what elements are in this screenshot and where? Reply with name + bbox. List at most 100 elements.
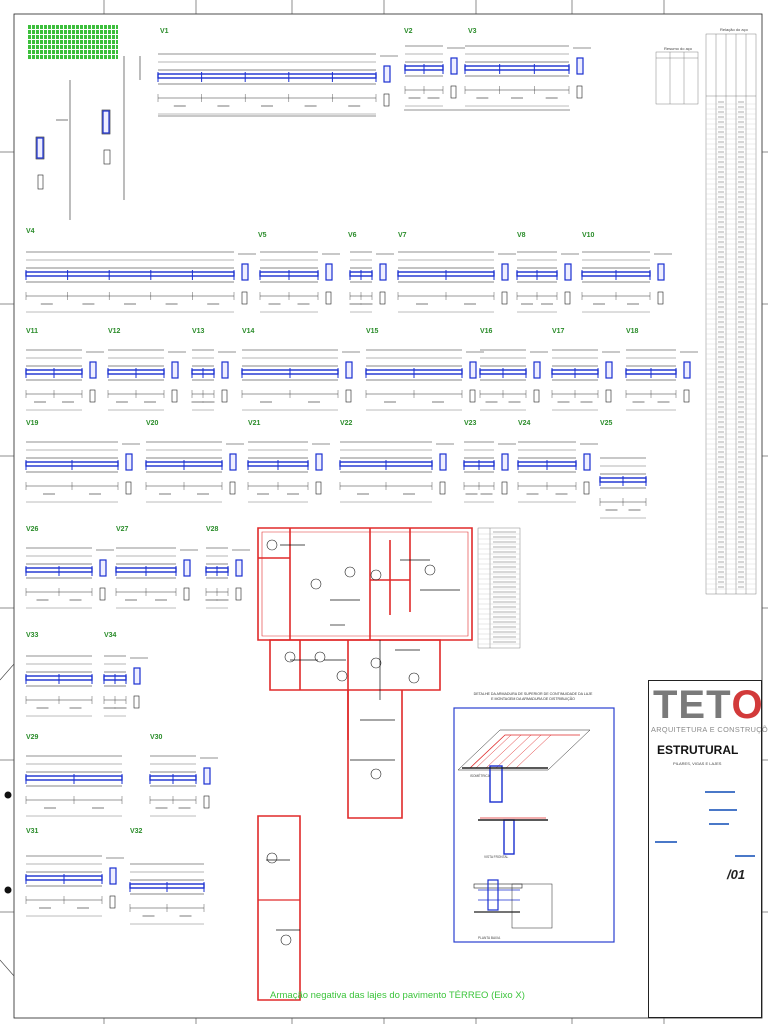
title-block: TETO ARQUITETURA E CONSTRUÇÕES ESTRUTURA… xyxy=(648,680,768,1018)
beam-v13 xyxy=(191,349,236,411)
beam-v21 xyxy=(247,441,330,503)
company-logo: TETO ARQUITETURA E CONSTRUÇÕES xyxy=(649,681,768,741)
beam-v33 xyxy=(25,655,93,717)
beam-label-v20: V20 xyxy=(146,420,159,427)
plan-schedule-table xyxy=(477,527,521,649)
beam-v1 xyxy=(157,53,398,115)
beam-v16 xyxy=(479,349,548,411)
beam-v22 xyxy=(339,441,454,503)
beam-label-v21: V21 xyxy=(248,420,261,427)
detail-title-line1: DETALHE DA ARMADURA DE SUPERIOR DE CONTI… xyxy=(473,692,593,696)
beam-v19 xyxy=(25,441,140,503)
beam-label-v23: V23 xyxy=(464,420,477,427)
beam-v29 xyxy=(25,755,123,817)
beam-v12 xyxy=(107,349,186,411)
beam-v20 xyxy=(145,441,244,503)
field-value xyxy=(735,855,755,857)
beam-v34 xyxy=(103,655,148,717)
sheet-number: /01 xyxy=(727,867,746,882)
field-value xyxy=(709,809,737,811)
beam-v2 xyxy=(404,45,465,107)
beam-label-v3: V3 xyxy=(468,28,477,35)
beam-v14 xyxy=(241,349,360,411)
beam-label-v17: V17 xyxy=(552,328,565,335)
beam-v31 xyxy=(25,855,124,917)
detail-panel xyxy=(453,707,615,943)
sheet-border xyxy=(13,13,763,1019)
steel-summary-title: Resumo do aço xyxy=(664,46,693,51)
punch-hole xyxy=(4,886,12,894)
beam-label-v4: V4 xyxy=(26,228,35,235)
beam-label-v18: V18 xyxy=(626,328,639,335)
field-value xyxy=(709,823,729,825)
beam-v3 xyxy=(464,45,591,107)
beam-label-v5: V5 xyxy=(258,232,267,239)
logo-wordmark: TETO xyxy=(653,685,764,725)
beam-label-v33: V33 xyxy=(26,632,39,639)
steel-list-title: Relação do aço xyxy=(720,27,748,32)
general-notes xyxy=(28,24,118,60)
beam-v11 xyxy=(25,349,104,411)
field-value xyxy=(655,841,677,843)
logo-text-left: TET xyxy=(653,683,732,727)
beam-label-v27: V27 xyxy=(116,526,129,533)
field-value xyxy=(705,791,735,793)
beam-label-v1: V1 xyxy=(160,28,169,35)
beam-v26 xyxy=(25,547,114,609)
pillar-sections xyxy=(35,56,141,220)
plan-rebar-marks xyxy=(266,544,460,931)
detail-title-line2: E MONTAGEM DA ARMADURA DE DISTRIBUIÇÃO xyxy=(491,697,575,701)
beam-label-v10: V10 xyxy=(582,232,595,239)
slab-plan xyxy=(257,527,473,1001)
drawing-subtitle: PILARES, VIGAS E LAJES xyxy=(673,761,722,766)
beam-label-v28: V28 xyxy=(206,526,219,533)
logo-text-right: O xyxy=(731,683,764,727)
beam-label-v19: V19 xyxy=(26,420,39,427)
beam-label-v30: V30 xyxy=(150,734,163,741)
plan-caption: Armação negativa das lajes do pavimento … xyxy=(270,990,525,1001)
beam-v15 xyxy=(365,349,484,411)
beam-label-v7: V7 xyxy=(398,232,407,239)
beam-label-v11: V11 xyxy=(26,328,39,335)
beam-v18 xyxy=(625,349,698,411)
beam-v30 xyxy=(149,755,218,817)
beam-v27 xyxy=(115,547,198,609)
company-line: ARQUITETURA E CONSTRUÇÕES xyxy=(651,725,768,734)
vista-frontal-label: VISTA FRONTAL xyxy=(484,855,509,859)
beam-label-v6: V6 xyxy=(348,232,357,239)
beam-v6 xyxy=(349,251,394,313)
beam-label-v34: V34 xyxy=(104,632,117,639)
beam-label-v24: V24 xyxy=(518,420,531,427)
beam-v25 xyxy=(599,457,647,519)
beam-label-v31: V31 xyxy=(26,828,39,835)
beam-v5 xyxy=(259,251,340,313)
planta-baixa-label: PLANTA BAIXA xyxy=(478,936,501,940)
beam-label-v26: V26 xyxy=(26,526,39,533)
beam-label-v2: V2 xyxy=(404,28,413,35)
beam-v24 xyxy=(517,441,598,503)
beam-label-v12: V12 xyxy=(108,328,121,335)
plan-schedule-rows xyxy=(478,531,520,645)
detail-title: DETALHE DA ARMADURA DE SUPERIOR DE CONTI… xyxy=(458,692,608,702)
beam-label-v15: V15 xyxy=(366,328,379,335)
beam-label-v16: V16 xyxy=(480,328,493,335)
beam-label-v14: V14 xyxy=(242,328,255,335)
plan-slab-symbols xyxy=(266,539,436,946)
beam-v17 xyxy=(551,349,620,411)
beam-v28 xyxy=(205,547,250,609)
steel-summary-table xyxy=(655,51,699,105)
beam-label-v13: V13 xyxy=(192,328,205,335)
beam-v23 xyxy=(463,441,516,503)
beam-label-v22: V22 xyxy=(340,420,353,427)
steel-list-rows xyxy=(706,101,756,590)
beam-label-v25: V25 xyxy=(600,420,613,427)
punch-hole xyxy=(4,791,12,799)
isometric-label: ISOMÉTRICA xyxy=(470,774,490,778)
beam-v4 xyxy=(25,251,256,313)
beam-label-v29: V29 xyxy=(26,734,39,741)
beam-v32 xyxy=(129,863,205,925)
beam-v10 xyxy=(581,251,672,313)
beam-label-v32: V32 xyxy=(130,828,143,835)
